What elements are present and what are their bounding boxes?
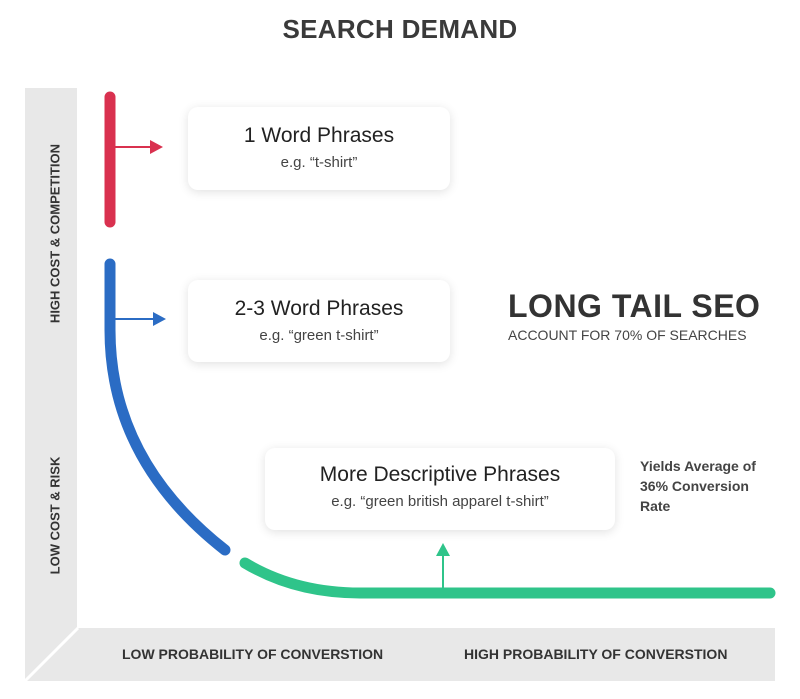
y-axis-band	[25, 88, 77, 680]
x-axis-band	[25, 628, 775, 681]
card-example: e.g. “t-shirt”	[280, 154, 358, 171]
card-heading: 1 Word Phrases	[243, 124, 395, 147]
x-axis-label-low: LOW PROBABILITY OF CONVERSTION	[122, 646, 384, 662]
x-axis-label-high: HIGH PROBABILITY OF CONVERSTION	[464, 646, 728, 662]
card-heading: 2-3 Word Phrases	[234, 297, 404, 320]
y-axis-label-high: HIGH COST & COMPETITION	[47, 143, 63, 324]
axis-corner-divider	[23, 626, 80, 683]
long-tail-heading: LONG TAIL SEO	[508, 288, 761, 324]
green-curve	[239, 557, 776, 599]
card-2-3-word-phrases: 2-3 Word Phrases e.g. “green t-shirt”	[188, 280, 450, 362]
diagram-title: SEARCH DEMAND	[282, 14, 518, 44]
y-axis-label-low: LOW COST & RISK	[47, 456, 63, 575]
card-descriptive-phrases: More Descriptive Phrases e.g. “green bri…	[265, 448, 615, 530]
card-example: e.g. “green t-shirt”	[259, 327, 379, 344]
red-arrow-icon	[150, 140, 163, 154]
card-1-word-phrases: 1 Word Phrases e.g. “t-shirt”	[188, 107, 450, 190]
green-arrow-icon	[436, 543, 450, 556]
blue-arrow-icon	[153, 312, 166, 326]
card-heading: More Descriptive Phrases	[319, 463, 561, 486]
blue-curve	[104, 258, 231, 556]
long-tail-subheading: ACCOUNT FOR 70% OF SEARCHES	[508, 327, 747, 343]
card-example: e.g. “green british apparel t-shirt”	[331, 493, 549, 510]
conversion-rate-note: Yields Average of 36% Conversion Rate	[640, 458, 756, 514]
